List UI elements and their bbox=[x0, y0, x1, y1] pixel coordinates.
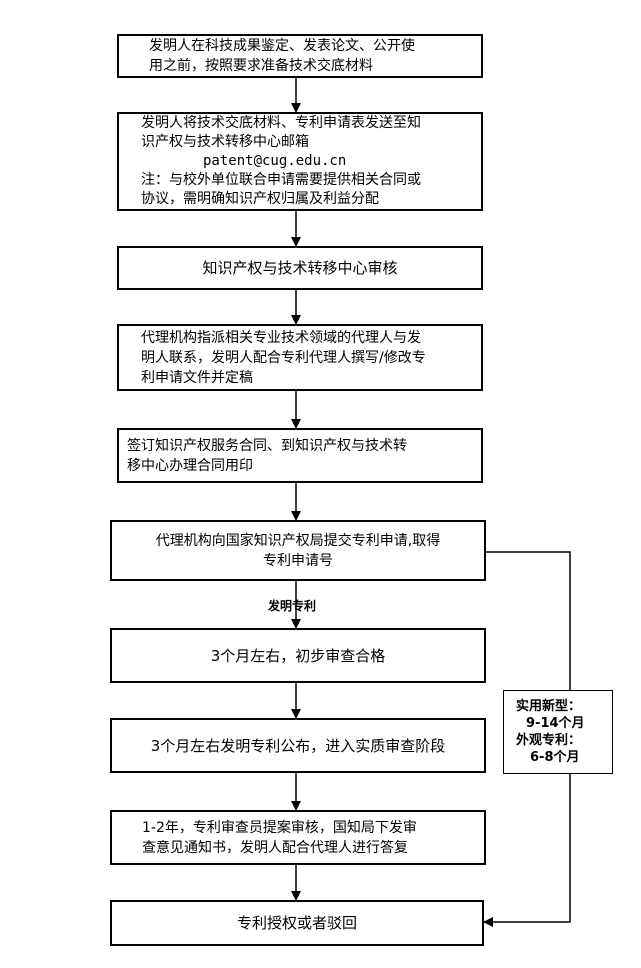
step-text-line: 知识产权与技术转移中心审核 bbox=[202, 259, 398, 277]
step-prepare-materials: 发明人在科技成果鉴定、发表论文、公开使 用之前，按照要求准备技术交底材料 bbox=[117, 34, 483, 78]
step-text-line: 3个月左右，初步审查合格 bbox=[210, 646, 386, 665]
side-note-line: 6-8个月 bbox=[530, 750, 580, 765]
step-publication: 3个月左右发明专利公布，进入实质审查阶段 bbox=[110, 718, 486, 773]
side-path-bottom bbox=[483, 774, 571, 927]
step-preliminary-exam: 3个月左右，初步审查合格 bbox=[110, 628, 486, 683]
step-sign-contract: 签订知识产权服务合同、到知识产权与技术转 移中心办理合同用印 bbox=[117, 428, 483, 483]
side-note-utility-design: 实用新型： 9-14个月 外观专利： 6-8个月 bbox=[503, 690, 613, 774]
email-address: patent@cug.edu.cn bbox=[203, 153, 347, 169]
side-path-top bbox=[486, 551, 571, 690]
step-text-line: 代理机构指派相关专业技术领域的代理人与发 bbox=[141, 329, 421, 346]
side-note-line: 9-14个月 bbox=[526, 716, 585, 731]
step-text-line: 专利授权或者驳回 bbox=[236, 914, 357, 932]
step-text-line: 协议，需明确知识产权归属及利益分配 bbox=[141, 191, 379, 207]
step-grant-or-reject: 专利授权或者驳回 bbox=[110, 900, 484, 946]
step-text-line: 注：与校外单位联合申请需要提供相关合同或 bbox=[141, 172, 421, 188]
branch-label-invention: 发明专利 bbox=[268, 599, 317, 613]
step-submit-materials: 发明人将技术交底材料、专利申请表发送至知 识产权与技术转移中心邮箱 patent… bbox=[117, 112, 483, 211]
step-text-line: 移中心办理合同用印 bbox=[127, 457, 253, 474]
step-text-line: 3个月左右发明专利公布，进入实质审查阶段 bbox=[150, 736, 446, 755]
step-text-line: 发明人将技术交底材料、专利申请表发送至知 bbox=[141, 115, 421, 131]
step-center-review: 知识产权与技术转移中心审核 bbox=[117, 246, 483, 290]
step-agent-drafting: 代理机构指派相关专业技术领域的代理人与发 明人联系，发明人配合专利代理人撰写/修… bbox=[117, 324, 483, 391]
step-substantive-exam: 1-2年，专利审查员提案审核，国知局下发审 查意见通知书，发明人配合代理人进行答… bbox=[110, 810, 486, 865]
step-text-line: 利申请文件并定稿 bbox=[141, 369, 253, 386]
step-text-line: 明人联系，发明人配合专利代理人撰写/修改专 bbox=[141, 349, 426, 366]
step-text-line: 发明人在科技成果鉴定、发表论文、公开使 bbox=[149, 38, 415, 54]
step-text-line: 专利申请号 bbox=[263, 552, 333, 569]
step-text-line: 查意见通知书，发明人配合代理人进行答复 bbox=[142, 839, 408, 856]
side-note-line: 实用新型： bbox=[516, 699, 582, 714]
side-note-line: 外观专利： bbox=[516, 733, 582, 748]
step-text-line: 识产权与技术转移中心邮箱 bbox=[141, 134, 309, 150]
step-text-line: 代理机构向国家知识产权局提交专利申请,取得 bbox=[155, 532, 441, 549]
step-text-line: 签订知识产权服务合同、到知识产权与技术转 bbox=[127, 437, 407, 454]
step-text-line: 1-2年，专利审查员提案审核，国知局下发审 bbox=[142, 819, 417, 836]
step-text-line: 用之前，按照要求准备技术交底材料 bbox=[149, 58, 373, 74]
step-file-application: 代理机构向国家知识产权局提交专利申请,取得 专利申请号 bbox=[110, 520, 486, 581]
